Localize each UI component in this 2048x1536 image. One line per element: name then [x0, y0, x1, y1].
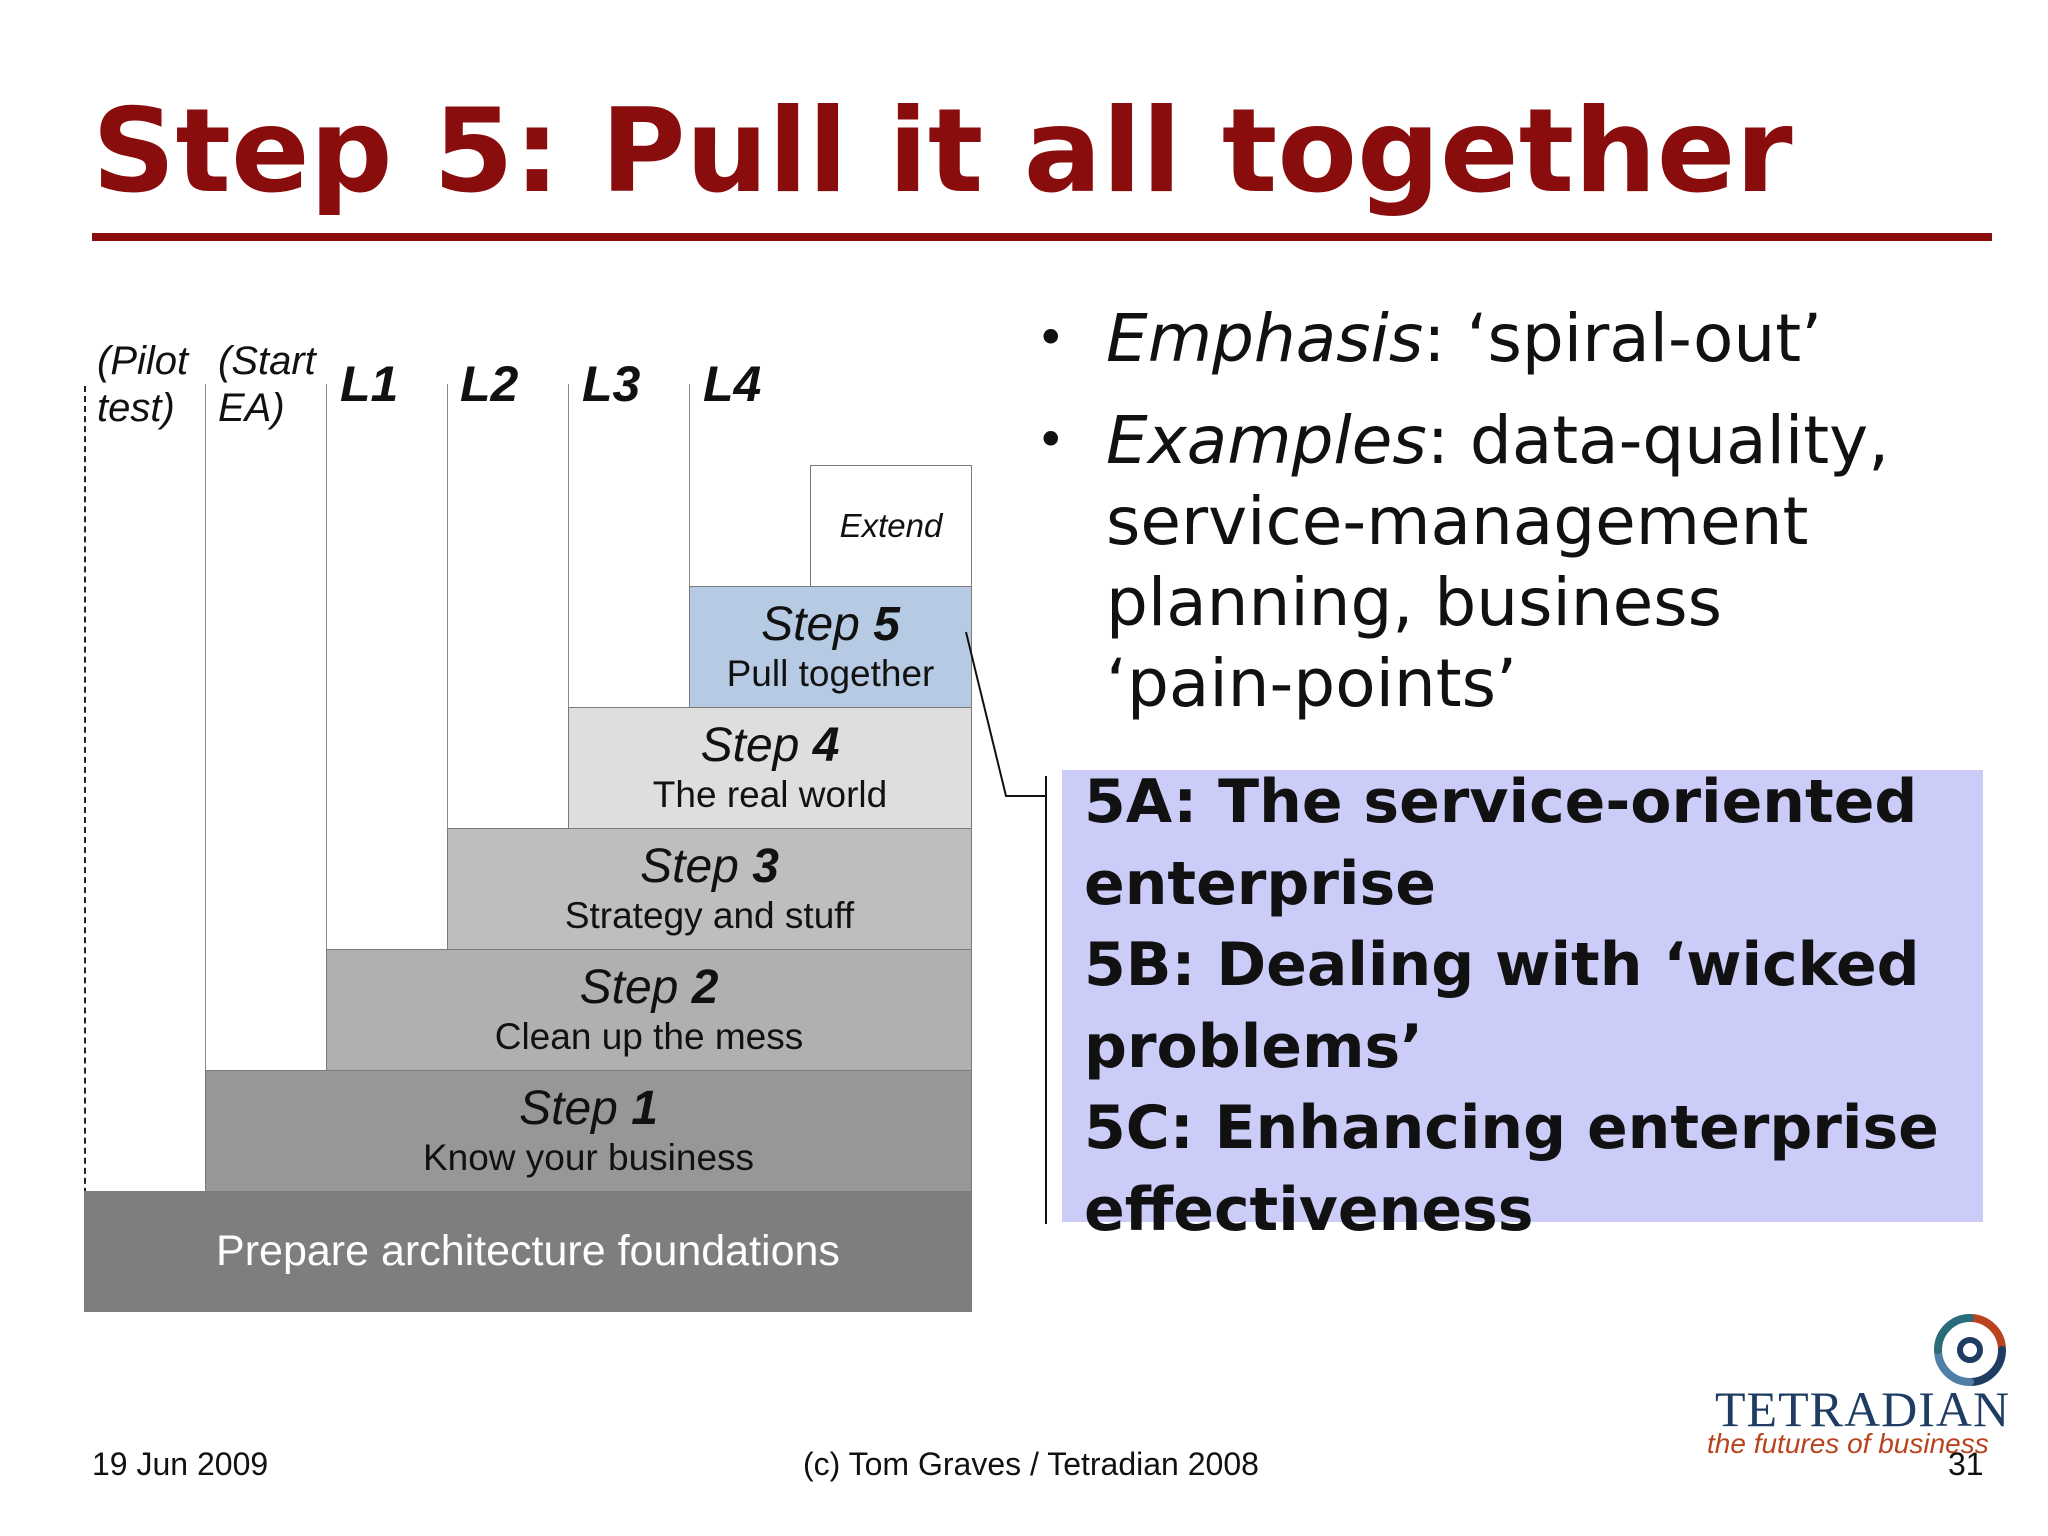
- step-2-title: Step 2: [579, 961, 719, 1015]
- step-5-title: Step 5: [761, 598, 900, 652]
- note-text: 5A: The service-oriented enterprise 5B: …: [1084, 762, 2014, 1252]
- step-1-title: Step 1: [519, 1082, 658, 1136]
- foundation-box: Prepare architecture foundations: [84, 1191, 972, 1312]
- column-line-l4: [689, 384, 690, 586]
- step-4-title: Step 4: [700, 719, 840, 773]
- column-line-l3: [568, 384, 569, 707]
- logo-wordmark: TETRADIAN: [1715, 1381, 2011, 1437]
- step-2-subtitle: Clean up the mess: [494, 1016, 804, 1058]
- logo-tagline: the futures of business: [1707, 1428, 1989, 1459]
- column-header-pilot-line2: test): [97, 385, 175, 430]
- bullet-emphasis-text: : ‘spiral-out’: [1423, 300, 1823, 377]
- page-number: 31: [1948, 1446, 1984, 1482]
- bullet-dot: •: [1036, 309, 1066, 367]
- column-line-l1: [326, 384, 327, 949]
- step-3-box: Step 3 Strategy and stuff: [447, 828, 972, 950]
- level-label-l2: L2: [460, 356, 519, 412]
- bullet-emphasis-lead: Emphasis: [1106, 300, 1424, 377]
- connector-bracket: [965, 631, 1047, 1224]
- pilot-dashed-line: [84, 386, 86, 1254]
- bullet-examples: • Examples: data-quality, service-manage…: [1036, 400, 1996, 730]
- slide-title: Step 5: Pull it all together: [92, 84, 1793, 219]
- foundation-label: Prepare architecture foundations: [216, 1227, 840, 1275]
- note-line-5c: 5C: Enhancing enterprise effectiveness: [1084, 1093, 1939, 1245]
- column-header-start-line1: (Start: [218, 339, 316, 383]
- column-header-start-ea: (Start EA): [218, 338, 316, 432]
- bullet-examples-text: : data-quality, service-management plann…: [1106, 402, 1890, 722]
- title-underline: [92, 233, 1992, 241]
- tetradian-logo-icon: [1934, 1314, 2006, 1386]
- column-header-start-line2: EA): [218, 385, 285, 430]
- step-5-box: Step 5 Pull together: [689, 586, 972, 708]
- level-label-l3: L3: [582, 356, 641, 412]
- step-1-box: Step 1 Know your business: [205, 1070, 972, 1192]
- column-header-pilot-line1: (Pilot: [97, 339, 189, 383]
- column-line-start: [205, 384, 206, 1070]
- step-2-box: Step 2 Clean up the mess: [326, 949, 972, 1071]
- step-5-subtitle: Pull together: [726, 653, 935, 695]
- step-3-title: Step 3: [640, 840, 779, 894]
- bullet-emphasis: • Emphasis: ‘spiral-out’: [1036, 298, 1996, 388]
- step-3-subtitle: Strategy and stuff: [564, 895, 855, 937]
- step-4-subtitle: The real world: [652, 774, 888, 816]
- extend-label: Extend: [839, 507, 943, 544]
- column-header-pilot: (Pilot test): [97, 338, 188, 432]
- note-line-5b: 5B: Dealing with ‘wicked problems’: [1084, 930, 1920, 1082]
- note-line-5a: 5A: The service-oriented enterprise: [1084, 767, 1918, 919]
- footer-date: 19 Jun 2009: [92, 1446, 269, 1482]
- step-1-subtitle: Know your business: [422, 1137, 755, 1179]
- step-4-box: Step 4 The real world: [568, 707, 972, 829]
- bullet-dot: •: [1036, 411, 1066, 469]
- column-line-l2: [447, 384, 448, 828]
- note-highlight-box: [1062, 770, 1983, 1222]
- level-label-l4: L4: [703, 356, 762, 412]
- bullet-examples-lead: Examples: [1106, 402, 1427, 479]
- extend-box: Extend: [810, 465, 972, 587]
- footer-copyright: (c) Tom Graves / Tetradian 2008: [803, 1446, 1259, 1482]
- level-label-l1: L1: [340, 356, 399, 412]
